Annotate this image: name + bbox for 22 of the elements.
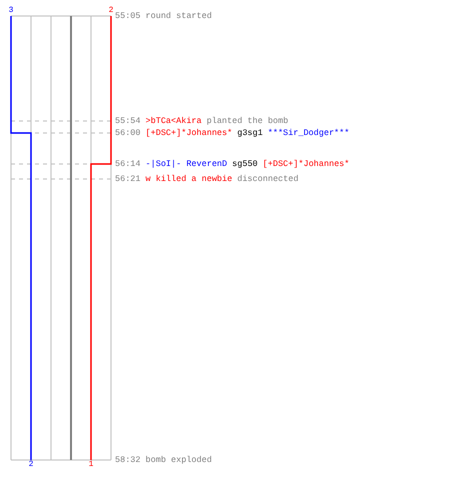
count-number: 1 (88, 461, 94, 469)
event-text: bomb exploded (146, 455, 212, 465)
weapon-name: g3sg1 (237, 128, 263, 138)
event-text: planted the bomb (206, 116, 288, 126)
player-name: -|SoI|- ReverenD (146, 159, 228, 169)
timestamp: 58:32 (115, 455, 141, 465)
player-name: [+DSC+]*Johannes* (146, 128, 232, 138)
player-name: [+DSC+]*Johannes* (262, 159, 350, 169)
timestamp: 55:05 (115, 11, 141, 21)
event-text: disconnected (237, 174, 298, 184)
count-number: 2 (108, 7, 114, 15)
timestamp: 56:14 (115, 159, 141, 169)
count-number: 2 (28, 461, 34, 469)
timestamp: 56:21 (115, 174, 141, 184)
count-number: 3 (8, 7, 14, 15)
player-name: >bTCa<Akira (146, 116, 202, 126)
timestamp: 56:00 (115, 128, 141, 138)
player-name: ***Sir_Dodger*** (268, 128, 350, 138)
event-text: round started (146, 11, 212, 21)
weapon-name: sg550 (232, 159, 258, 169)
timestamp: 55:54 (115, 116, 141, 126)
player-name: w killed a newbie (146, 174, 232, 184)
